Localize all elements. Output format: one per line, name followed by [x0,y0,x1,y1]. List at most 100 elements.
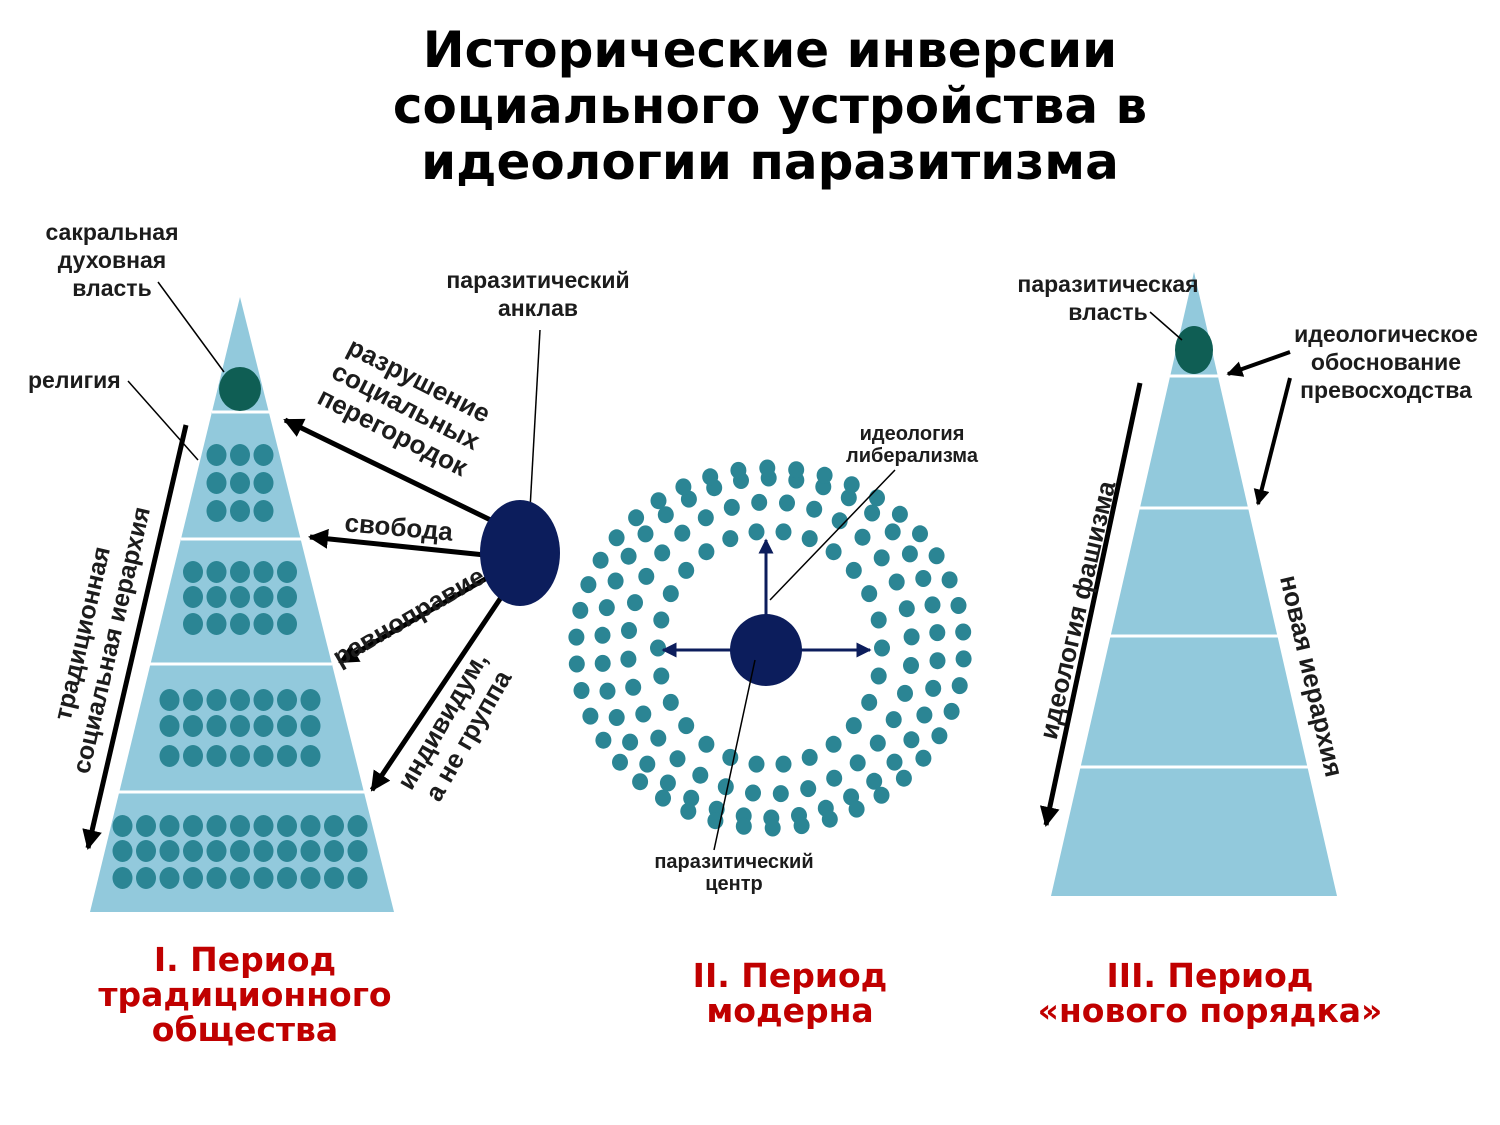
parasitic-power-label: паразитическая власть [1017,271,1198,325]
person-dot [826,769,843,787]
person-dot [206,500,227,522]
person-dot [300,689,321,711]
person-dot [675,478,692,496]
person-dot [206,689,227,711]
person-dot [793,817,810,835]
person-dot [806,500,823,518]
person-dot [915,749,932,767]
person-dot [662,585,679,603]
justification-arrow-bottom [1253,377,1292,506]
pyramid-new-order-body [1051,272,1337,896]
person-dot [206,444,227,466]
person-dot [723,498,740,516]
person-dot [230,613,250,635]
sacral-power-line-3: власть [72,275,151,301]
person-dot [347,840,368,862]
person-dot [638,567,655,585]
person-dot [612,753,628,771]
destruction-label: разрушение социальных перегородок [313,331,495,482]
page-title: Исторические инверсии социального устрой… [270,22,1270,190]
person-dot [621,622,637,639]
person-dot [698,543,715,561]
caption-2-line-1: II. Период [692,956,888,995]
person-dot [347,867,368,889]
person-dot [625,678,642,696]
person-dot [159,815,180,837]
person-dot [136,867,156,889]
person-dot [300,715,321,737]
person-dot [943,702,960,720]
person-dot [183,840,203,862]
person-dot [568,655,585,673]
person-dot [324,840,344,862]
person-dot [159,745,180,767]
person-dot [861,693,878,711]
person-dot [595,731,612,749]
person-dot [206,867,227,889]
person-dot [659,774,676,792]
person-dot [950,597,967,614]
parasitic-enclave-label: паразитический анклав [446,267,629,321]
person-dot [300,867,321,889]
person-dot [692,766,709,784]
person-dot [277,815,297,837]
person-dot [206,613,227,635]
justification-arrow-top [1226,350,1291,377]
person-dot [869,489,885,507]
person-dot [864,504,881,522]
person-dot [159,867,180,889]
person-dot [159,840,180,862]
person-dot [924,596,941,614]
person-dot [572,601,589,619]
person-dot [230,472,250,494]
person-dot [253,472,274,494]
arrow-equality [338,575,489,665]
justification-line-1: идеологическое [1294,321,1478,347]
person-dot [277,840,297,862]
person-dot [845,717,862,735]
person-dot [870,611,887,629]
person-dot [680,802,697,820]
justification-arrows [1226,350,1292,506]
person-dot [230,586,250,608]
person-dot [253,815,274,837]
person-dot [230,500,250,522]
parasitic-center-label: паразитический центр [654,851,813,895]
liberalism-line-2: либерализма [846,445,979,467]
parasitic-center-circle [730,614,802,686]
caption-period-1: I. Период традиционного общества [60,942,430,1047]
person-dot [620,650,637,668]
arrow-individual [369,594,505,792]
title-line-3: идеологии паразитизма [421,133,1119,191]
person-dot [277,745,297,767]
arrow-freedom [308,528,486,558]
person-dot [869,734,886,752]
person-dot [253,867,274,889]
person-dot [639,755,656,773]
person-dot [206,715,227,737]
person-dot [751,493,768,511]
person-dot [831,512,848,530]
person-dot [206,586,227,608]
person-dot [159,715,180,737]
enclave-label-line-1: паразитический [446,267,629,293]
power-label-line-1: паразитическая [1017,271,1198,297]
justification-line-3: превосходства [1300,377,1472,403]
person-dot [277,689,297,711]
person-dot [183,867,203,889]
person-dot [674,524,691,542]
modern-center-arrows [661,538,872,658]
person-dot [678,717,695,735]
person-dot [697,509,714,527]
liberalism-line-1: идеология [860,423,965,445]
person-dot [206,815,227,837]
person-dot [874,639,890,657]
person-dot [628,509,645,527]
person-dot [678,561,695,579]
religion-label: религия [28,367,121,393]
parasitic-power-circle [1175,326,1213,374]
traditional-hierarchy-arrow [82,424,189,850]
person-dot [253,586,274,608]
person-dot [759,459,776,477]
person-dot [654,544,671,562]
